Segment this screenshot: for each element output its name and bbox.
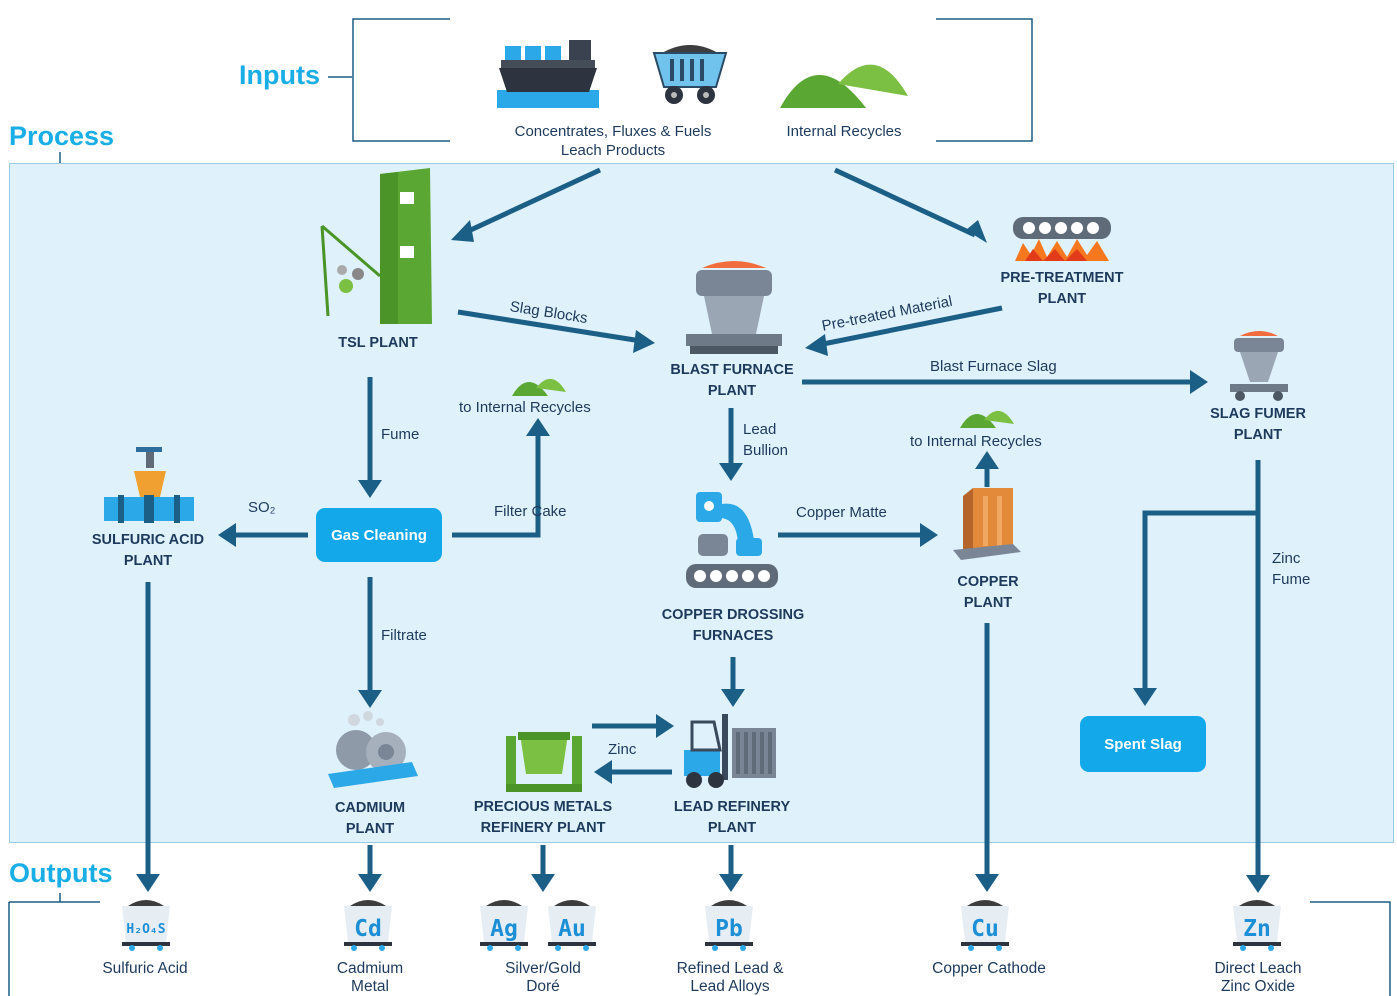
gas-cleaning-box: Gas Cleaning — [316, 508, 442, 562]
recycle-mound-icon — [960, 410, 1014, 428]
concentrates-label: Concentrates, Fluxes & Fuels Leach Produ… — [514, 123, 712, 159]
ore-cart-icons — [122, 900, 1281, 951]
filter-cake-label: Filter Cake — [494, 503, 567, 520]
furnace-icon — [686, 261, 782, 354]
output-symbol-sulfuric: H₂O₄S — [126, 922, 166, 937]
dross-furnace-icon — [686, 492, 778, 588]
copper-plant-icon — [953, 488, 1021, 560]
output-copper-cathode: Copper Cathode — [932, 960, 1046, 977]
output-symbol-ag: Ag — [490, 916, 518, 942]
internal-recycles-label: Internal Recycles — [786, 123, 902, 140]
output-symbol-zn: Zn — [1243, 916, 1271, 942]
to-internal-recycles-label-2: to Internal Recycles — [910, 433, 1042, 450]
outputs-heading: Outputs — [9, 858, 113, 888]
tilting-pot-icon — [506, 732, 582, 792]
output-refined-lead: Refined Lead &Lead Alloys — [676, 960, 784, 995]
tsl-plant-label: TSL PLANT — [338, 335, 418, 351]
slag-fumer-icon — [1230, 331, 1288, 401]
rail-cart-icon — [652, 45, 728, 104]
mound-icon — [780, 64, 908, 108]
valve-pipe-icon — [104, 447, 194, 523]
process-heading: Process — [9, 121, 115, 151]
recycle-mound-icon — [512, 378, 566, 396]
zinc-label: Zinc — [608, 741, 637, 758]
pretreatment-burner-icon — [1013, 217, 1111, 261]
output-symbol-pb: Pb — [715, 916, 743, 942]
output-symbol-au: Au — [558, 916, 586, 942]
output-sulfuric-acid: Sulfuric Acid — [102, 960, 188, 977]
to-internal-recycles-label-1: to Internal Recycles — [459, 399, 591, 416]
ship-icon — [497, 40, 599, 108]
filtrate-label: Filtrate — [381, 627, 427, 644]
blast-furnace-slag-label: Blast Furnace Slag — [930, 358, 1057, 375]
output-symbol-cd: Cd — [354, 916, 382, 942]
cadmium-rolls-icon — [328, 711, 418, 788]
tsl-tower-icon — [320, 168, 432, 324]
inputs-heading: Inputs — [239, 60, 320, 90]
so2-label: SO₂ — [248, 499, 276, 516]
copper-matte-label: Copper Matte — [796, 504, 887, 521]
fume-label: Fume — [381, 426, 420, 443]
output-symbol-cu: Cu — [971, 916, 999, 942]
forklift-icon — [684, 714, 776, 788]
spent-slag-box: Spent Slag — [1080, 716, 1206, 772]
